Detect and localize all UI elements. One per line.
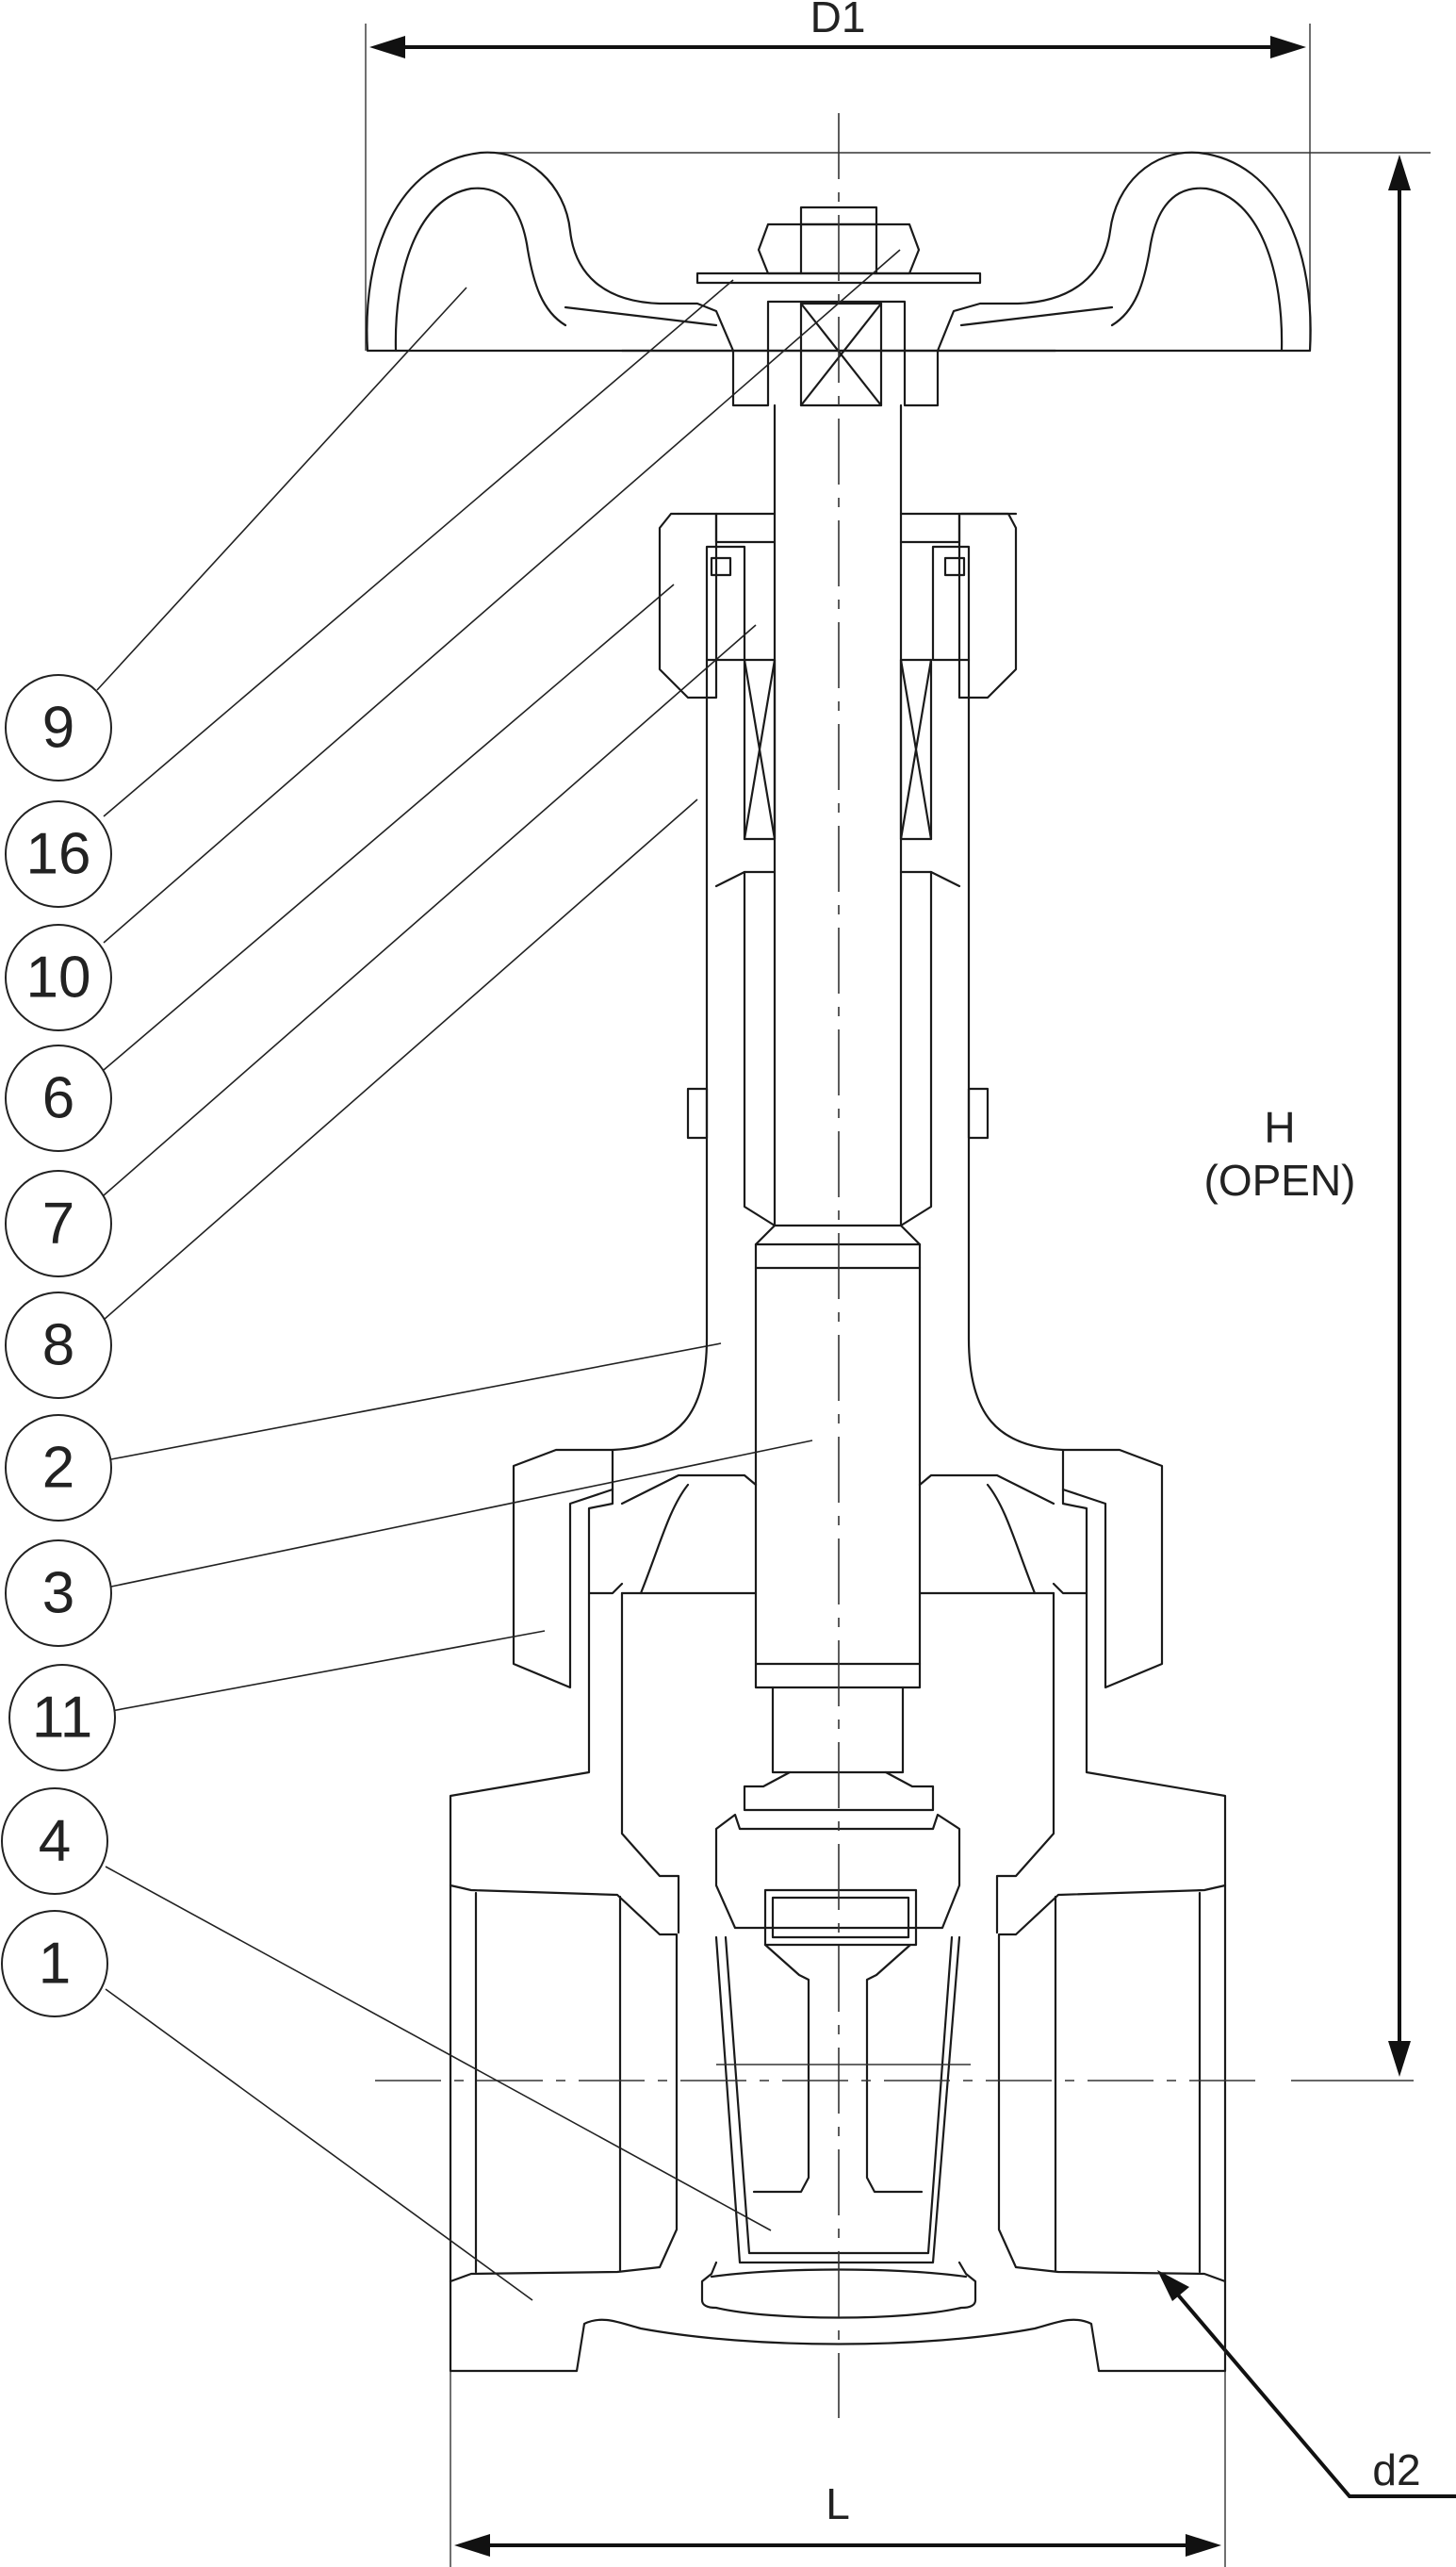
gland (705, 545, 971, 662)
bonnet (512, 658, 1164, 1689)
callout-2: 2 (5, 1414, 112, 1522)
callout-label: 9 (42, 696, 74, 761)
dimension-d2-label: d2 (1372, 2445, 1420, 2494)
callout-9: 9 (5, 674, 112, 782)
callout-11: 11 (8, 1664, 116, 1771)
callout-label: 11 (32, 1686, 92, 1751)
callout-3: 3 (5, 1539, 112, 1647)
callout-4: 4 (1, 1787, 108, 1895)
callout-7: 7 (5, 1170, 112, 1277)
callout-8: 8 (5, 1292, 112, 1399)
callout-label: 7 (42, 1192, 74, 1257)
callout-label: 2 (42, 1436, 74, 1501)
callout-1: 1 (1, 1910, 108, 2017)
stem-square-end (799, 302, 883, 407)
center-lines (375, 113, 1258, 2418)
valve-body (449, 1591, 1227, 2373)
dimension-d1: D1 (365, 0, 1311, 351)
callout-label: 3 (42, 1561, 74, 1626)
dimension-h: H (OPEN) (490, 152, 1431, 2082)
gland-nut (658, 512, 1018, 699)
handwheel (366, 151, 1312, 407)
callout-6: 6 (5, 1045, 112, 1152)
callout-10: 10 (5, 924, 112, 1031)
dimension-h-note: (OPEN) (1204, 1156, 1356, 1205)
callout-label: 8 (42, 1313, 74, 1378)
callout-label: 4 (39, 1809, 71, 1874)
callout-label: 6 (42, 1066, 74, 1131)
dimension-d1-label: D1 (810, 0, 866, 41)
callout-label: 16 (26, 822, 91, 887)
dimension-l-label: L (826, 2479, 850, 2528)
callout-16: 16 (5, 800, 112, 908)
dimension-d2: d2 (1157, 2270, 1456, 2498)
bonnet-flange (587, 1448, 1088, 1595)
callout-label: 10 (26, 946, 91, 1011)
packing (743, 658, 933, 841)
callout-label: 1 (39, 1932, 71, 1997)
dimension-l: L (450, 2366, 1226, 2567)
leader-lines (96, 249, 901, 2301)
dimension-h-label: H (1264, 1103, 1295, 1152)
